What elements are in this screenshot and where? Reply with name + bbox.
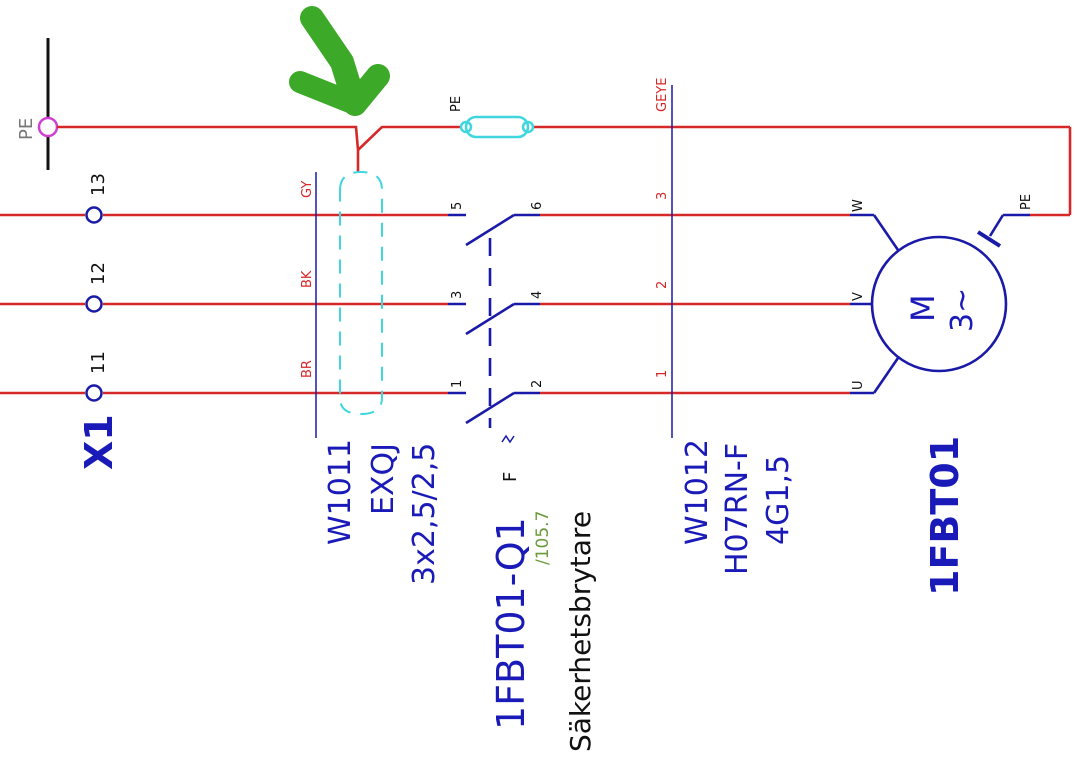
- pe-rail: PE: [16, 38, 59, 170]
- cable-shield: [339, 170, 383, 416]
- motor-terminal-v: V: [851, 292, 866, 301]
- cable-w1011[interactable]: GY BK BR W1011 EXQJ 3x2,5/2,5: [300, 170, 442, 585]
- switch-trip-symbol: [501, 434, 515, 444]
- terminal-13[interactable]: [85, 206, 103, 224]
- cable-1-designation: W1011: [323, 439, 358, 545]
- switch-pin-3: 3: [450, 291, 465, 299]
- motor[interactable]: W V U PE M 3~ 1FBT01: [850, 194, 1034, 596]
- conductor-number-2: 2: [655, 281, 670, 289]
- cable-2-type: H07RN-F: [720, 443, 755, 575]
- cable-2-pe-color: GEYE: [655, 78, 670, 112]
- terminal-strip-name: X1: [77, 414, 121, 470]
- pe-rail-label: PE: [16, 118, 37, 140]
- terminal-number-13: 13: [88, 173, 109, 196]
- switch-pin-1: 1: [450, 380, 465, 388]
- conductor-color-bk: BK: [300, 270, 315, 288]
- pe-wire[interactable]: [57, 125, 1072, 248]
- conductor-color-gy: GY: [300, 181, 315, 198]
- terminal-12[interactable]: [85, 295, 103, 313]
- checkmark-icon: [289, 6, 390, 116]
- switch-description: Säkerhetsbrytare: [564, 511, 597, 752]
- pe-connection-point[interactable]: [37, 116, 59, 138]
- motor-terminal-u: U: [851, 380, 866, 390]
- cable-2-size: 4G1,5: [761, 455, 796, 545]
- motor-pe-label: PE: [1019, 194, 1034, 210]
- motor-tag: 1FBT01: [923, 436, 967, 596]
- switch-tag: 1FBT01-Q1: [489, 517, 533, 730]
- motor-body: [870, 235, 1008, 373]
- motor-terminal-w: W: [851, 199, 866, 212]
- switch-pin-6: 6: [530, 202, 545, 210]
- terminal-number-12: 12: [88, 262, 109, 285]
- switch-pin-5: 5: [450, 202, 465, 210]
- conductor-number-3: 3: [655, 192, 670, 200]
- terminal-strip-x1: 13 12 11 X1: [77, 173, 121, 470]
- switch-pin-2: 2: [530, 380, 545, 388]
- switch-reference[interactable]: /105.7: [533, 511, 553, 565]
- motor-symbol-main: M: [904, 294, 942, 322]
- terminal-number-11: 11: [88, 351, 109, 374]
- conductor-number-1: 1: [655, 370, 670, 378]
- cable-2-designation: W1012: [680, 439, 715, 545]
- motor-symbol-phase: 3~: [945, 288, 980, 332]
- pe-ferrule[interactable]: PE: [449, 96, 535, 139]
- cable-1-size: 3x2,5/2,5: [407, 443, 442, 585]
- cable-1-type: EXQJ: [366, 443, 401, 515]
- cable-w1012[interactable]: GEYE 3 2 1 W1012 H07RN-F 4G1,5: [655, 78, 796, 575]
- terminal-11[interactable]: [85, 384, 103, 402]
- safety-switch[interactable]: 5 3 1 6 4 2 F 1FBT01-Q1 /105.7 Säkerhets…: [448, 202, 597, 752]
- switch-symbol: F: [500, 472, 521, 482]
- conductor-color-br: BR: [300, 360, 315, 378]
- pe-ferrule-label: PE: [449, 96, 464, 112]
- switch-pin-4: 4: [530, 291, 545, 299]
- phase-wires: [0, 213, 850, 395]
